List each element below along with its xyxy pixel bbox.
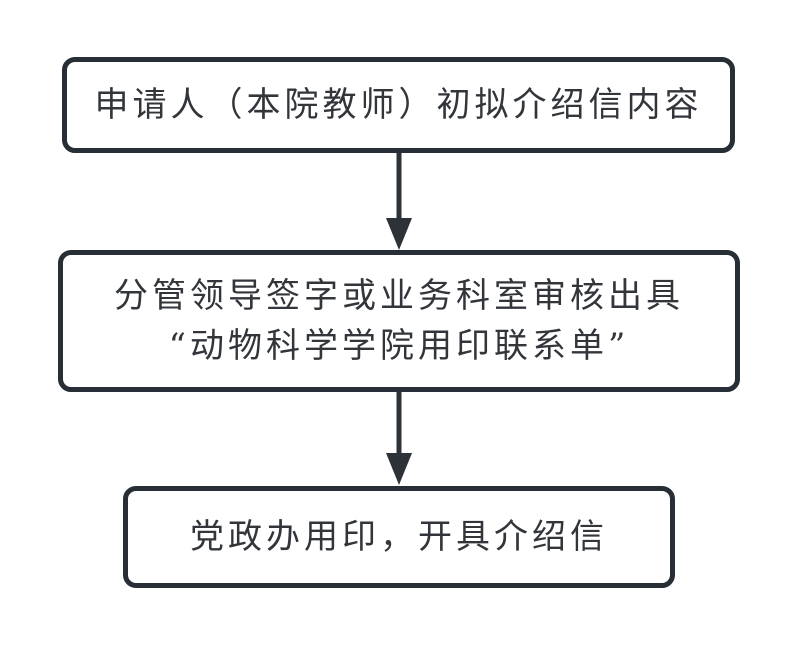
flow-step-2-box: 分管领导签字或业务科室审核出具 “动物科学学院用印联系单” <box>58 250 740 392</box>
flow-step-1-text: 申请人（本院教师）初拟介绍信内容 <box>94 85 703 125</box>
arrow-down-icon <box>386 153 412 250</box>
flow-step-2-text-line-2: “动物科学学院用印联系单” <box>168 326 630 366</box>
flow-step-3-box: 党政办用印，开具介绍信 <box>123 486 675 588</box>
flow-step-1-box: 申请人（本院教师）初拟介绍信内容 <box>62 57 735 153</box>
flow-step-3-text: 党政办用印，开具介绍信 <box>190 517 608 557</box>
flow-step-2-text-line-1: 分管领导签字或业务科室审核出具 <box>114 276 684 316</box>
arrow-head <box>386 453 412 485</box>
arrow-down-icon <box>386 392 412 485</box>
arrow-head <box>386 218 412 250</box>
